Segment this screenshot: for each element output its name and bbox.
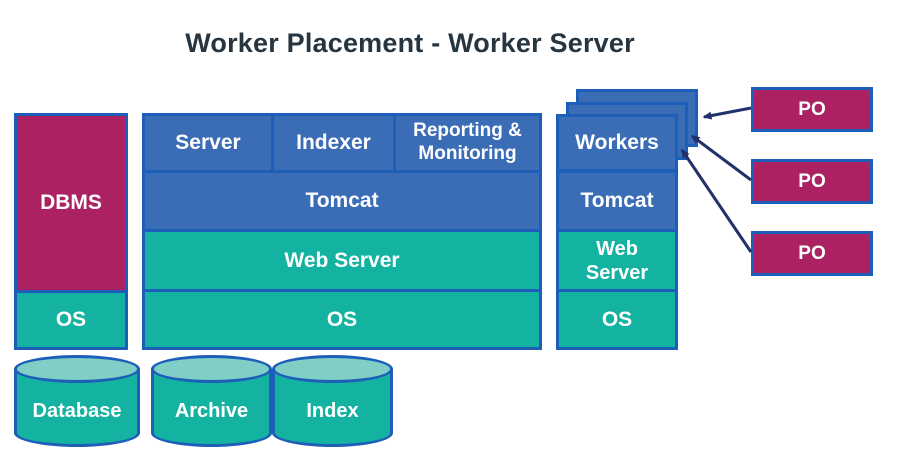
- dbms-box: DBMS: [14, 113, 128, 293]
- mid-os-box: OS: [142, 289, 542, 350]
- po-box-2: PO: [751, 159, 873, 204]
- archive-label: Archive: [174, 399, 249, 422]
- reporting-monitoring-box: Reporting & Monitoring: [393, 113, 542, 173]
- worker-tomcat-box: Tomcat: [556, 170, 678, 232]
- po-label-1: PO: [798, 98, 826, 120]
- mid-web-server-label: Web Server: [284, 248, 400, 272]
- worker-tomcat-label: Tomcat: [580, 189, 654, 212]
- mid-tomcat-box: Tomcat: [142, 170, 542, 232]
- diagram-title: Worker Placement - Worker Server: [185, 28, 635, 58]
- po-label-2: PO: [798, 170, 826, 192]
- indexer-box: Indexer: [271, 113, 396, 173]
- mid-os-label: OS: [326, 307, 358, 331]
- worker-os-label: OS: [601, 307, 633, 331]
- index-cylinder: Index: [272, 355, 393, 447]
- po-label-3: PO: [798, 242, 826, 264]
- po-arrow-3: [680, 148, 753, 253]
- workers-box: Workers: [556, 114, 678, 172]
- database-cylinder-top: [14, 355, 140, 383]
- archive-cylinder-top: [151, 355, 272, 383]
- mid-tomcat-label: Tomcat: [305, 189, 379, 212]
- po-box-1: PO: [751, 87, 873, 132]
- po-box-3: PO: [751, 231, 873, 276]
- po-arrow-2: [690, 134, 752, 182]
- db-os-box: OS: [14, 290, 128, 350]
- dbms-label: DBMS: [40, 191, 102, 214]
- server-box: Server: [142, 113, 274, 173]
- po-arrow-1: [702, 106, 752, 120]
- reporting-monitoring-label: Reporting & Monitoring: [413, 120, 522, 164]
- workers-label: Workers: [575, 131, 659, 154]
- worker-web-server-box: Web Server: [556, 229, 678, 292]
- index-label: Index: [306, 399, 359, 422]
- worker-web-server-label: Web Server: [585, 237, 649, 284]
- worker-os-box: OS: [556, 289, 678, 350]
- indexer-label: Indexer: [296, 131, 371, 154]
- index-cylinder-top: [272, 355, 393, 383]
- server-label: Server: [175, 131, 241, 154]
- database-cylinder: Database: [14, 355, 140, 447]
- db-os-label: OS: [55, 308, 87, 331]
- archive-cylinder: Archive: [151, 355, 272, 447]
- database-label: Database: [32, 399, 122, 422]
- mid-web-server-box: Web Server: [142, 229, 542, 292]
